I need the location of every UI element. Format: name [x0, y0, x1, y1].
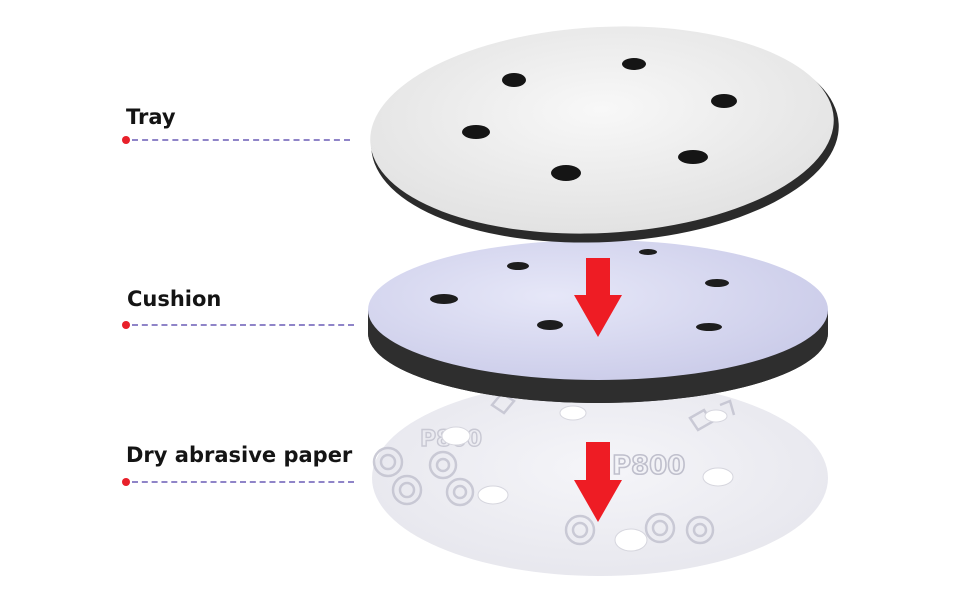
leader-dash — [132, 481, 354, 483]
leader-dot — [122, 478, 130, 486]
leader-dash — [132, 139, 350, 141]
leader-line-tray — [122, 134, 350, 146]
label-dry-abrasive-paper: Dry abrasive paper — [126, 443, 353, 467]
paper-dust-holes — [441, 405, 734, 552]
leader-dash — [132, 324, 354, 326]
leader-dot — [122, 321, 130, 329]
arrow-down-icon — [574, 442, 622, 522]
tray-pad-disc — [370, 26, 839, 243]
leader-line-paper — [122, 476, 354, 488]
arrow-down-icon — [574, 258, 622, 337]
label-tray: Tray — [126, 105, 176, 129]
leader-line-cushion — [122, 319, 354, 331]
cushion-holes — [430, 249, 729, 331]
paper-grit-text: P800 P800 — [419, 426, 686, 482]
tray-holes — [462, 58, 737, 181]
paper-grit-print-right: P800 — [612, 451, 685, 481]
leader-dot — [122, 136, 130, 144]
label-cushion: Cushion — [127, 287, 222, 311]
